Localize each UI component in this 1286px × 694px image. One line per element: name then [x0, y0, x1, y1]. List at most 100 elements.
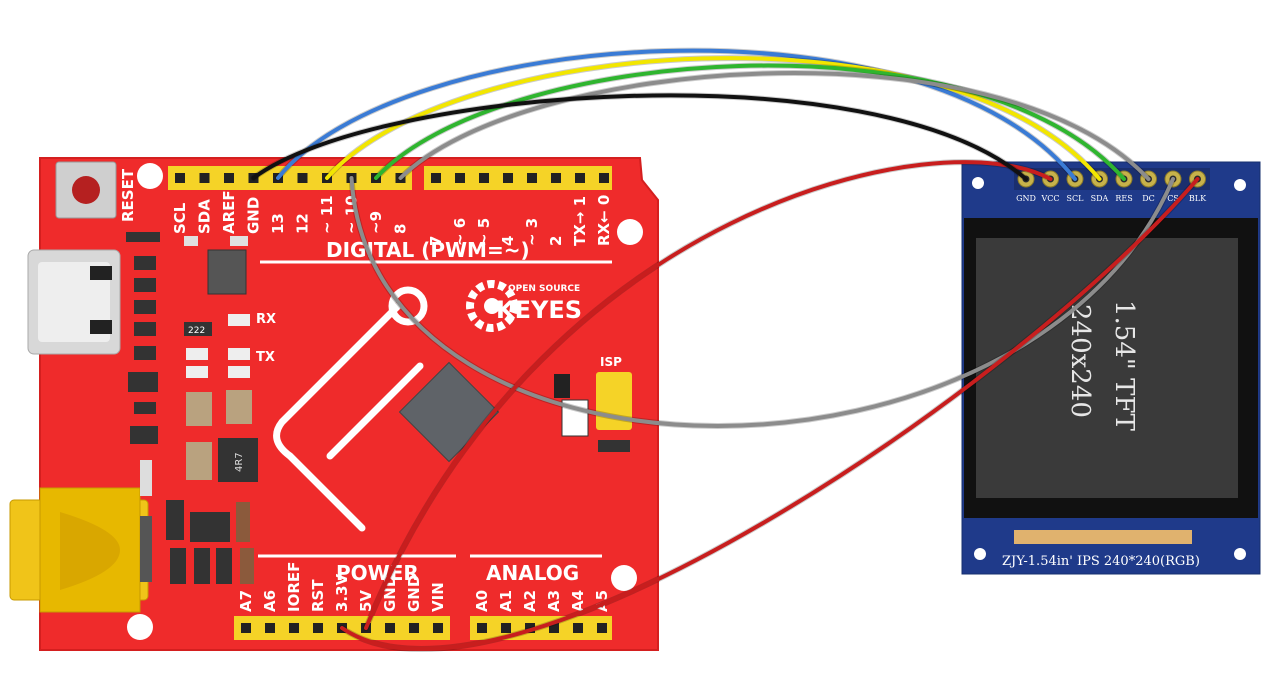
- analog-pin-hole[interactable]: [573, 623, 583, 633]
- analog-pin-holes: [477, 623, 607, 633]
- display-pin-label: BLK: [1189, 194, 1207, 203]
- display-pin-label: SCL: [1067, 194, 1085, 203]
- rx-label: RX: [256, 312, 276, 327]
- digital-title: DIGITAL (PWM=~): [326, 238, 530, 262]
- inductor: [218, 438, 258, 482]
- display-flex-cable: [1014, 530, 1192, 544]
- power-pin-label: A7: [237, 590, 255, 612]
- digital-pin-label: 2: [547, 236, 565, 246]
- wire-vcc: [364, 160, 1053, 630]
- analog-pin-label: A3: [545, 590, 563, 612]
- power-pin-hole[interactable]: [409, 623, 419, 633]
- digital-pin-label: 7: [427, 236, 445, 246]
- smd-components: [126, 232, 254, 584]
- analog-pin-label: A2: [521, 590, 539, 612]
- digital-pin-label: SDA: [196, 199, 214, 234]
- reset-button-cap: [72, 176, 100, 204]
- logo-small-text: OPEN SOURCE: [508, 284, 580, 294]
- digital-pin-hole[interactable]: [455, 173, 465, 183]
- digital-pin-hole[interactable]: [297, 173, 308, 183]
- wires: [250, 47, 1201, 652]
- digital-pin-hole[interactable]: [527, 173, 537, 183]
- power-pin-hole[interactable]: [289, 623, 299, 633]
- mount-hole: [127, 614, 153, 640]
- wire-cs: [349, 176, 1175, 428]
- digital-pin-hole[interactable]: [431, 173, 441, 183]
- wire-blk: [340, 177, 1200, 651]
- passive-components: 222 4R7: [184, 236, 258, 482]
- digital-pin-holes-right: [431, 173, 609, 183]
- analog-title: ANALOG: [486, 561, 579, 585]
- wire-dc: [398, 71, 1151, 181]
- digital-pin-hole[interactable]: [199, 173, 210, 183]
- usb-c-pin: [90, 266, 112, 280]
- power-pin-hole[interactable]: [385, 623, 395, 633]
- digital-pin-label: TX→ 1: [571, 196, 589, 246]
- power-pin-label: GND: [405, 575, 423, 612]
- digital-pin-label: AREF: [220, 190, 238, 234]
- analog-pin-hole[interactable]: [549, 623, 559, 633]
- inductor-label: 4R7: [234, 452, 245, 472]
- resistor-label: 222: [188, 326, 205, 336]
- tx-label: TX: [256, 350, 275, 365]
- analog-pin-hole[interactable]: [597, 623, 607, 633]
- digital-pin-hole[interactable]: [599, 173, 609, 183]
- power-pin-hole[interactable]: [265, 623, 275, 633]
- power-pin-label: VIN: [429, 582, 447, 612]
- display-pin-header: [1014, 168, 1210, 190]
- digital-pin-hole[interactable]: [503, 173, 513, 183]
- digital-pin-label: ~9: [367, 211, 385, 234]
- mount-hole: [611, 565, 637, 591]
- display-pin-label: RES: [1115, 194, 1132, 203]
- keyes-logo: OPEN SOURCE KEYES: [466, 280, 582, 332]
- keyes-plus-board: RESET: [9, 157, 659, 651]
- digital-pin-hole[interactable]: [175, 173, 185, 183]
- isp-label: ISP: [600, 355, 622, 369]
- analog-pin-hole[interactable]: [477, 623, 487, 633]
- digital-pin-label: GND: [245, 197, 263, 234]
- digital-pin-hole[interactable]: [575, 173, 585, 183]
- power-pin-hole[interactable]: [241, 623, 251, 633]
- digital-pin-label: ~ 11: [318, 195, 336, 234]
- digital-pin-label: 4: [499, 236, 517, 246]
- mount-hole: [1234, 548, 1246, 560]
- digital-pin-label: ~ 3: [523, 218, 541, 246]
- screen-text-line1: 1.54" TFT: [1109, 300, 1139, 431]
- power-title: POWER: [336, 561, 419, 585]
- usb-c-pin: [90, 320, 112, 334]
- mount-hole: [972, 177, 984, 189]
- power-pin-hole[interactable]: [433, 623, 443, 633]
- digital-pin-label: 12: [294, 213, 312, 234]
- power-pin-label: 5V: [357, 590, 375, 612]
- digital-pin-label: ~ 5: [475, 218, 493, 246]
- analog-pin-label: A0: [473, 590, 491, 612]
- digital-pin-label: RX← 0: [595, 195, 613, 246]
- display-pin-label: VCC: [1040, 194, 1059, 203]
- mount-hole: [974, 548, 986, 560]
- display-pin-label: CS: [1167, 194, 1179, 203]
- mount-hole: [617, 219, 643, 245]
- power-pin-hole[interactable]: [313, 623, 323, 633]
- logo-big-text: KEYES: [496, 296, 582, 324]
- digital-pin-label: 13: [269, 213, 287, 234]
- dc-jack-rear: [140, 516, 152, 582]
- wire-scl: [276, 48, 1077, 181]
- gear-icon: [466, 280, 518, 332]
- power-pin-label: IOREF: [285, 562, 303, 612]
- analog-pin-hole[interactable]: [501, 623, 511, 633]
- digital-pin-hole[interactable]: [479, 173, 489, 183]
- display-pin-labels: GND VCC SCL SDA RES DC CS BLK: [1016, 194, 1207, 203]
- digital-pin-label: ~ 6: [451, 218, 469, 246]
- digital-pin-hole[interactable]: [224, 173, 234, 183]
- display-pin-label: SDA: [1091, 194, 1109, 203]
- display-pin-label: DC: [1142, 194, 1155, 203]
- analog-pin-label: A4: [569, 590, 587, 612]
- analog-pin-hole[interactable]: [525, 623, 535, 633]
- gear-hub: [484, 298, 500, 314]
- digital-pin-hole[interactable]: [551, 173, 561, 183]
- display-pin-label: GND: [1016, 194, 1036, 203]
- wire-gnd: [251, 93, 1028, 181]
